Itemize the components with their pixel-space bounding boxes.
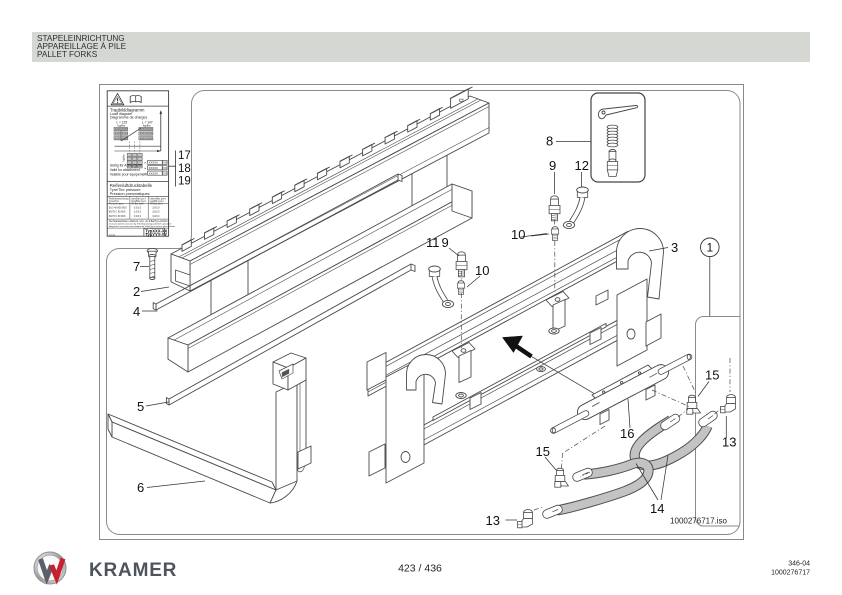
svg-text:12: 12 (575, 158, 589, 173)
svg-text:Valable pour équipement: Valable pour équipement (110, 172, 148, 176)
svg-text:80/78 C 80 80S: 80/78 C 80 80S (109, 215, 126, 218)
svg-text:XXXX/XXXX: XXXX/XXXX (140, 129, 153, 131)
svg-text:Increase tyre/tire pressure by: Increase tyre/tire pressure by 3 Bar/Typ… (109, 223, 172, 226)
svg-text:13: 13 (486, 513, 500, 528)
svg-text:XXXX/XXXX: XXXX/XXXX (140, 134, 153, 136)
svg-text:TypXXX-XX: TypXXX-XX (145, 228, 167, 233)
svg-text:9: 9 (549, 158, 556, 173)
svg-text:kg/lbs: kg/lbs (118, 124, 126, 128)
svg-text:Load diagram: Load diagram (110, 112, 132, 116)
svg-text:9: 9 (442, 235, 449, 250)
svg-text:13: 13 (722, 435, 736, 450)
svg-text:XX: XX (163, 166, 167, 170)
svg-text:346-04: 346-04 (788, 561, 810, 568)
svg-text:Gültig für Anbaugerät: Gültig für Anbaugerät (110, 164, 142, 168)
svg-text:►: ► (144, 162, 146, 165)
svg-text:APPAREILLAGE À PILE: APPAREILLAGE À PILE (37, 41, 127, 51)
svg-text:3,0/3,0: 3,0/3,0 (134, 211, 142, 214)
svg-text:15: 15 (705, 368, 719, 383)
svg-text:STAPELEINRICHTUNG: STAPELEINRICHTUNG (37, 34, 125, 43)
svg-text:7: 7 (133, 259, 140, 274)
svg-text:3,0/3,0: 3,0/3,0 (152, 215, 160, 218)
svg-text:1000276717.iso: 1000276717.iso (670, 517, 727, 526)
svg-text:10: 10 (475, 263, 489, 278)
svg-text:XXXXX: XXXXX (149, 166, 158, 170)
svg-text:KRAMER: KRAMER (89, 560, 177, 581)
svg-text:XXXX/XXXX: XXXX/XXXX (115, 134, 128, 136)
svg-text:17: 17 (178, 150, 191, 162)
svg-text:rear/Bar (psi-r: rear/Bar (psi-r (150, 200, 164, 203)
svg-text:3,0/3,0: 3,0/3,0 (152, 211, 160, 214)
svg-text:Diagramme de charges: Diagramme de charges (110, 115, 148, 119)
svg-text:XXXX/XXXX: XXXX/XXXX (115, 129, 128, 131)
svg-text:front/Bar (psi-f: front/Bar (psi-f (131, 200, 146, 203)
svg-text:14: 14 (650, 501, 664, 516)
svg-text:XX: XX (163, 171, 167, 175)
svg-text:2: 2 (133, 284, 140, 299)
svg-text:L = 147: L = 147 (142, 121, 153, 125)
svg-text:10: 10 (511, 227, 525, 242)
svg-text:4: 4 (133, 304, 140, 319)
svg-text:L = 125: L = 125 (117, 121, 128, 125)
svg-text:vorn/Bar (psi-f: vorn/Bar (psi-f (131, 197, 146, 200)
svg-text:Tyre/Tire pressure: Tyre/Tire pressure (110, 188, 141, 192)
svg-text:Tragbilddiagramm: Tragbilddiagramm (110, 107, 145, 112)
svg-text:6: 6 (137, 480, 144, 495)
svg-text:Pneus/et spec.: Pneus/et spec. (109, 203, 125, 206)
svg-text:3,0/3,0: 3,0/3,0 (152, 207, 160, 210)
svg-text:AV Bar (psi-f: AV Bar (psi-f (131, 203, 144, 206)
svg-text:8: 8 (546, 134, 553, 149)
svg-text:TypYYY-YY: TypYYY-YY (145, 232, 167, 237)
svg-text:XX: XX (163, 161, 167, 165)
svg-text:XXXX/XXXX: XXXX/XXXX (115, 138, 128, 140)
svg-text:Pression pneumatiques: Pression pneumatiques (110, 192, 150, 196)
svg-text:16: 16 (620, 426, 634, 441)
svg-text:3,0/3,0: 3,0/3,0 (134, 215, 142, 218)
svg-text:PALLET FORKS: PALLET FORKS (37, 50, 98, 59)
svg-text:xxxxx: xxxxx (109, 234, 116, 237)
svg-text:Reifenluftdrucktabelle: Reifenluftdrucktabelle (110, 183, 153, 188)
svg-text:423 / 436: 423 / 436 (398, 563, 442, 575)
svg-text:3,0/3,0: 3,0/3,0 (134, 207, 142, 210)
svg-text:Tyres/Tire: Tyres/Tire (109, 200, 120, 203)
svg-text:Valid for attachment: Valid for attachment (110, 168, 140, 172)
svg-text:80/78 C 80 80S: 80/78 C 80 80S (109, 211, 126, 214)
svg-text:AR Bar (psi-r: AR Bar (psi-r (150, 203, 164, 206)
svg-text:Bei Stapelarbeiten Luftdruck,: Bei Stapelarbeiten Luftdruck, vorn, um 3… (109, 220, 169, 223)
svg-text:XXXXX: XXXXX (149, 161, 158, 165)
svg-text:3: 3 (671, 240, 678, 255)
svg-text:5: 5 (137, 399, 144, 414)
svg-text:11: 11 (426, 235, 440, 250)
svg-text:1000276717: 1000276717 (771, 570, 810, 577)
svg-text:Reifenbezeichnung: Reifenbezeichnung (109, 198, 129, 200)
svg-text:19: 19 (178, 176, 191, 188)
svg-text:►: ► (144, 167, 146, 170)
svg-text:38,3 40 80S 80S: 38,3 40 80S 80S (109, 207, 127, 210)
svg-text:1: 1 (706, 241, 713, 255)
svg-text:hinten/Bar (psi-r: hinten/Bar (psi-r (150, 197, 167, 200)
svg-text:Augmenter la pression pneumati: Augmenter la pression pneumatique de 3 B… (109, 225, 175, 228)
svg-text:15: 15 (536, 444, 550, 459)
svg-text:18: 18 (178, 163, 191, 175)
svg-text:XXXX/XXXX: XXXX/XXXX (140, 138, 153, 140)
svg-text:XXXXX: XXXXX (149, 171, 158, 175)
svg-text:kg/lbs: kg/lbs (143, 124, 151, 128)
svg-text:kg/lbs: kg/lbs (122, 154, 126, 162)
svg-text:►: ► (144, 173, 146, 176)
